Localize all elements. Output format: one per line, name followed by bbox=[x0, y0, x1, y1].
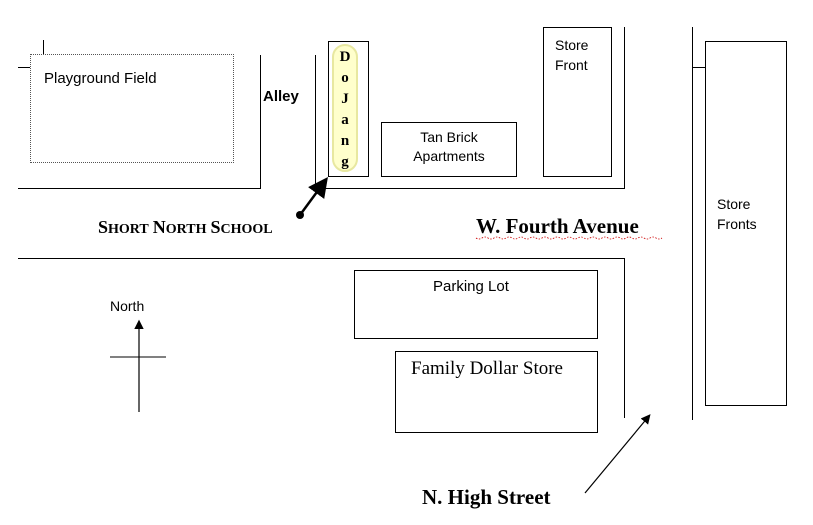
block-top-mid-right-edge bbox=[624, 27, 625, 189]
parking-lot-label: Parking Lot bbox=[433, 278, 509, 295]
high-street-arrow bbox=[584, 414, 651, 494]
playground-field-label: Playground Field bbox=[44, 70, 157, 87]
store-front-label: Store Front bbox=[555, 35, 588, 75]
alley-right-edge bbox=[315, 55, 316, 189]
school-cap: S bbox=[210, 217, 221, 237]
high-street-left-edge bbox=[624, 258, 625, 418]
store-front-box bbox=[543, 27, 612, 177]
high-street-right-edge bbox=[692, 27, 693, 420]
store-line: Store bbox=[555, 37, 589, 53]
apartments-line: Apartments bbox=[413, 148, 485, 164]
family-dollar-store-box bbox=[395, 351, 598, 433]
fronts-line: Fronts bbox=[717, 216, 757, 232]
parking-lot-box bbox=[354, 270, 598, 339]
school-cap: N bbox=[152, 217, 166, 237]
family-dollar-store-label: Family Dollar Store bbox=[411, 358, 563, 379]
high-street-label: N. High Street bbox=[422, 485, 551, 509]
fourth-ave-bottom-edge bbox=[18, 258, 625, 259]
tan-brick-apartments-label: Tan Brick Apartments bbox=[381, 128, 517, 166]
school-cap: S bbox=[98, 217, 109, 237]
school-small: HORT bbox=[108, 222, 149, 237]
dojang-letter: J bbox=[341, 91, 349, 107]
school-small: ORTH bbox=[165, 222, 207, 237]
dojang-letter: g bbox=[341, 154, 349, 170]
store-fronts-label: Store Fronts bbox=[717, 194, 757, 234]
north-label: North bbox=[110, 298, 145, 314]
dojang-letter: n bbox=[340, 133, 350, 149]
alley-left-edge bbox=[260, 55, 261, 189]
store-line: Store bbox=[717, 196, 751, 212]
block-top-mid-bottom-edge bbox=[315, 188, 625, 189]
tan-brick-apartments-box bbox=[381, 122, 517, 177]
tan-brick-line: Tan Brick bbox=[420, 129, 478, 145]
tick-left bbox=[18, 67, 30, 68]
short-north-school-label: SHORT NORTH SCHOOL bbox=[98, 217, 273, 238]
dojang-letter: D bbox=[339, 49, 351, 65]
store-fronts-box bbox=[705, 41, 787, 406]
alley-label: Alley bbox=[263, 88, 299, 105]
school-dot bbox=[296, 211, 304, 219]
school-small: CHOOL bbox=[220, 222, 273, 237]
dojang-label: D o J a n g bbox=[334, 47, 356, 173]
dojang-highlight bbox=[332, 44, 358, 172]
playground-field-box bbox=[30, 54, 234, 163]
school-arrow bbox=[298, 176, 328, 216]
tick-right bbox=[692, 67, 706, 68]
tick-top bbox=[43, 40, 44, 54]
front-line: Front bbox=[555, 57, 588, 73]
block-top-left-bottom-edge bbox=[18, 188, 261, 189]
dojang-letter: a bbox=[341, 112, 349, 128]
fourth-avenue-label: W. Fourth Avenue bbox=[476, 214, 639, 238]
dojang-letter: o bbox=[341, 70, 349, 86]
